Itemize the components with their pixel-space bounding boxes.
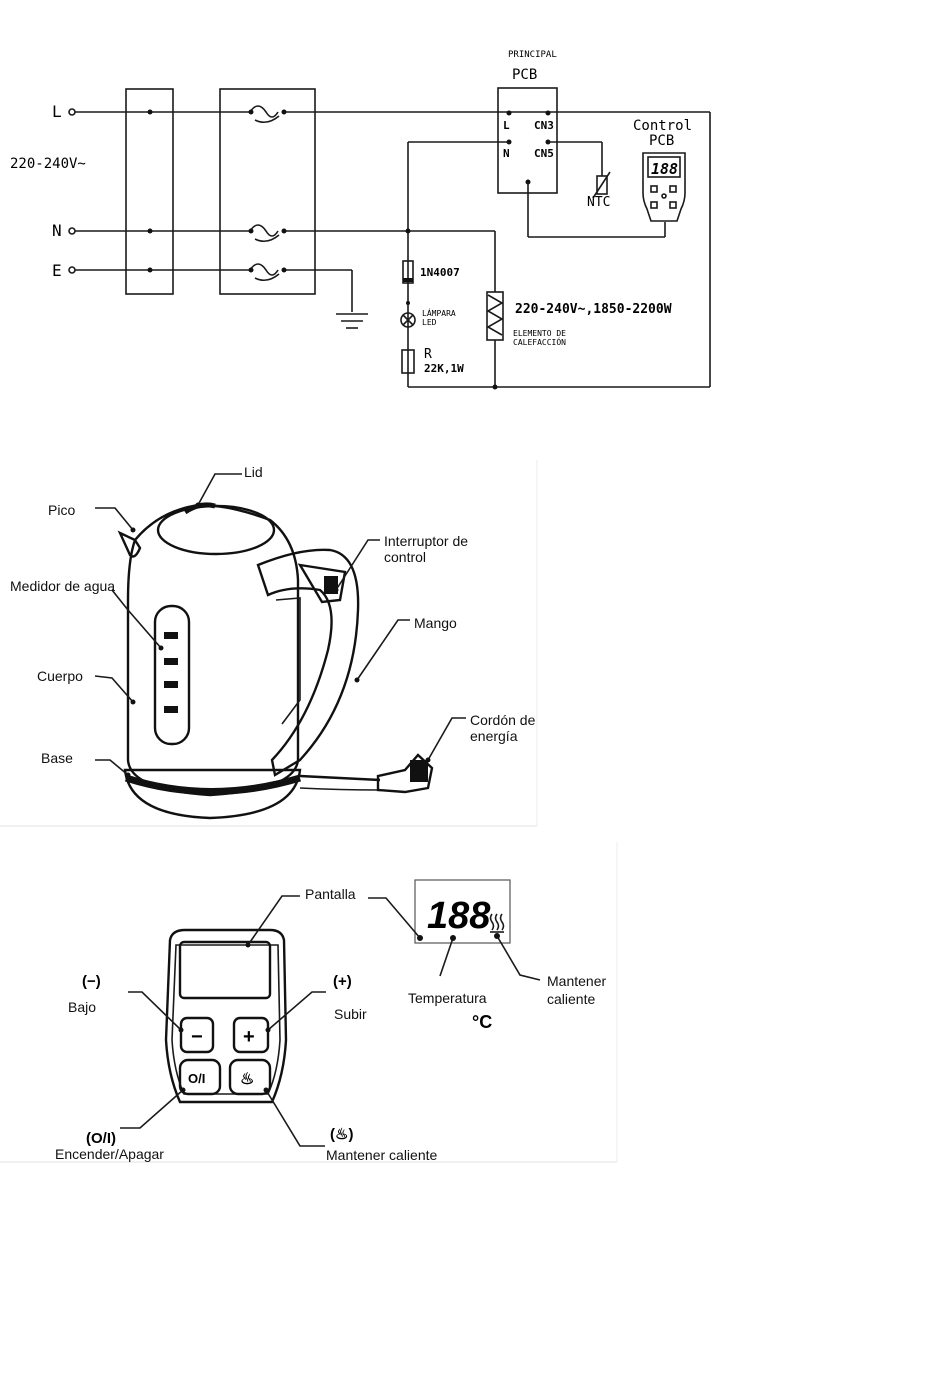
kettle-lid (156, 504, 276, 556)
minus-button[interactable] (179, 1016, 215, 1054)
control-pcb-display: 188 (651, 160, 678, 178)
fuse-e (249, 263, 279, 276)
fuse-l (249, 105, 279, 118)
lamp-label-2: LED (422, 318, 437, 327)
pcb-pin-n: N (503, 147, 510, 160)
label-cord-2: energía (470, 728, 518, 744)
label-up: Subir (334, 1006, 367, 1022)
fuse-block (219, 88, 316, 295)
panel-screen (178, 940, 272, 1000)
water-meter-window (153, 604, 191, 746)
control-pcb-label: PCB (649, 133, 674, 149)
terminal-e-label: E (52, 261, 62, 280)
label-low: Bajo (68, 999, 96, 1015)
plus-button[interactable] (232, 1016, 270, 1054)
power-button-label: O/I (188, 1071, 205, 1086)
diode-1n4007 (402, 260, 414, 284)
label-spout: Pico (48, 502, 75, 518)
terminal-e (68, 266, 76, 274)
up-symbol: (+) (333, 973, 352, 990)
label-power: Encender/Apagar (55, 1146, 164, 1162)
lamp-label-1: LÁMPARA (422, 307, 456, 318)
control-panel-diagram: − + O/I ♨ Pantalla (−) Bajo (+) Subir (O… (0, 842, 618, 1163)
kettle-base (123, 768, 302, 820)
supply-voltage-label: 220-240V~ (10, 156, 86, 172)
kettle-handle (256, 548, 360, 777)
heater-rating: 220-240V~,1850-2200W (515, 302, 672, 317)
keep-warm-indicator-icon (489, 913, 505, 933)
label-screen: Pantalla (305, 886, 356, 902)
keep-warm-button[interactable] (228, 1058, 272, 1096)
pcb-label: PCB (512, 67, 537, 83)
resistor-label: R (424, 347, 432, 362)
heater-label-1: ELEMENTO DE (513, 329, 566, 338)
power-symbol: (O/I) (86, 1130, 116, 1147)
pcb-pin-l: L (503, 119, 510, 132)
plus-button-label: + (243, 1026, 255, 1048)
control-pcb-icon: 188 (642, 152, 686, 222)
keep-warm-icon: ♨ (240, 1071, 254, 1088)
ntc-thermistor (596, 175, 608, 195)
minus-button-label: − (191, 1026, 203, 1048)
label-cord-1: Cordón de (470, 712, 536, 728)
label-handle: Mango (414, 615, 457, 631)
kettle-spout (117, 530, 142, 558)
power-plug-icon (376, 753, 434, 794)
control-label: Control (633, 118, 692, 134)
control-switch-icon (297, 563, 347, 604)
label-base: Base (41, 750, 73, 766)
resistor (401, 349, 415, 374)
label-keep-warm-1: Mantener (547, 973, 606, 989)
kettle-diagram: Lid Pico Medidor de agua Cuerpo Base Int… (0, 460, 538, 827)
pcb-pin-cn3: CN3 (534, 119, 554, 132)
terminal-n-label: N (52, 221, 62, 240)
label-control-switch-1: Interruptor de (384, 533, 468, 549)
heater-label-2: CALEFACCIÓN (513, 336, 566, 347)
ntc-label: NTC (587, 195, 610, 210)
circuit-diagram: L N E 220-240V~ (10, 50, 711, 390)
label-body: Cuerpo (37, 668, 83, 684)
low-symbol: (−) (82, 973, 101, 990)
label-lid: Lid (244, 464, 263, 480)
terminal-n (68, 227, 76, 235)
display-digits: 188 (427, 895, 491, 937)
fuse-n (249, 224, 279, 237)
connector-block (125, 88, 174, 295)
label-water-meter: Medidor de agua (10, 578, 115, 594)
power-cord (299, 774, 381, 782)
diode-label: 1N4007 (420, 266, 460, 279)
ground-icon (336, 313, 368, 329)
celsius-unit: °C (472, 1012, 492, 1032)
keepwarm-symbol: (♨) (330, 1126, 353, 1143)
resistor-value: 22K,1W (424, 362, 464, 375)
led-lamp-icon (400, 312, 416, 328)
pcb-pin-cn5: CN5 (534, 147, 554, 160)
power-button[interactable] (178, 1058, 222, 1096)
terminal-l (68, 108, 76, 116)
control-panel-body (164, 928, 288, 1104)
label-keepwarm: Mantener caliente (326, 1147, 438, 1163)
label-keep-warm-2: caliente (547, 991, 595, 1007)
label-control-switch-2: control (384, 549, 426, 565)
terminal-l-label: L (52, 102, 62, 121)
kettle-body (126, 503, 300, 797)
label-temperature: Temperatura (408, 990, 487, 1006)
principal-label: PRINCIPAL (508, 50, 557, 60)
